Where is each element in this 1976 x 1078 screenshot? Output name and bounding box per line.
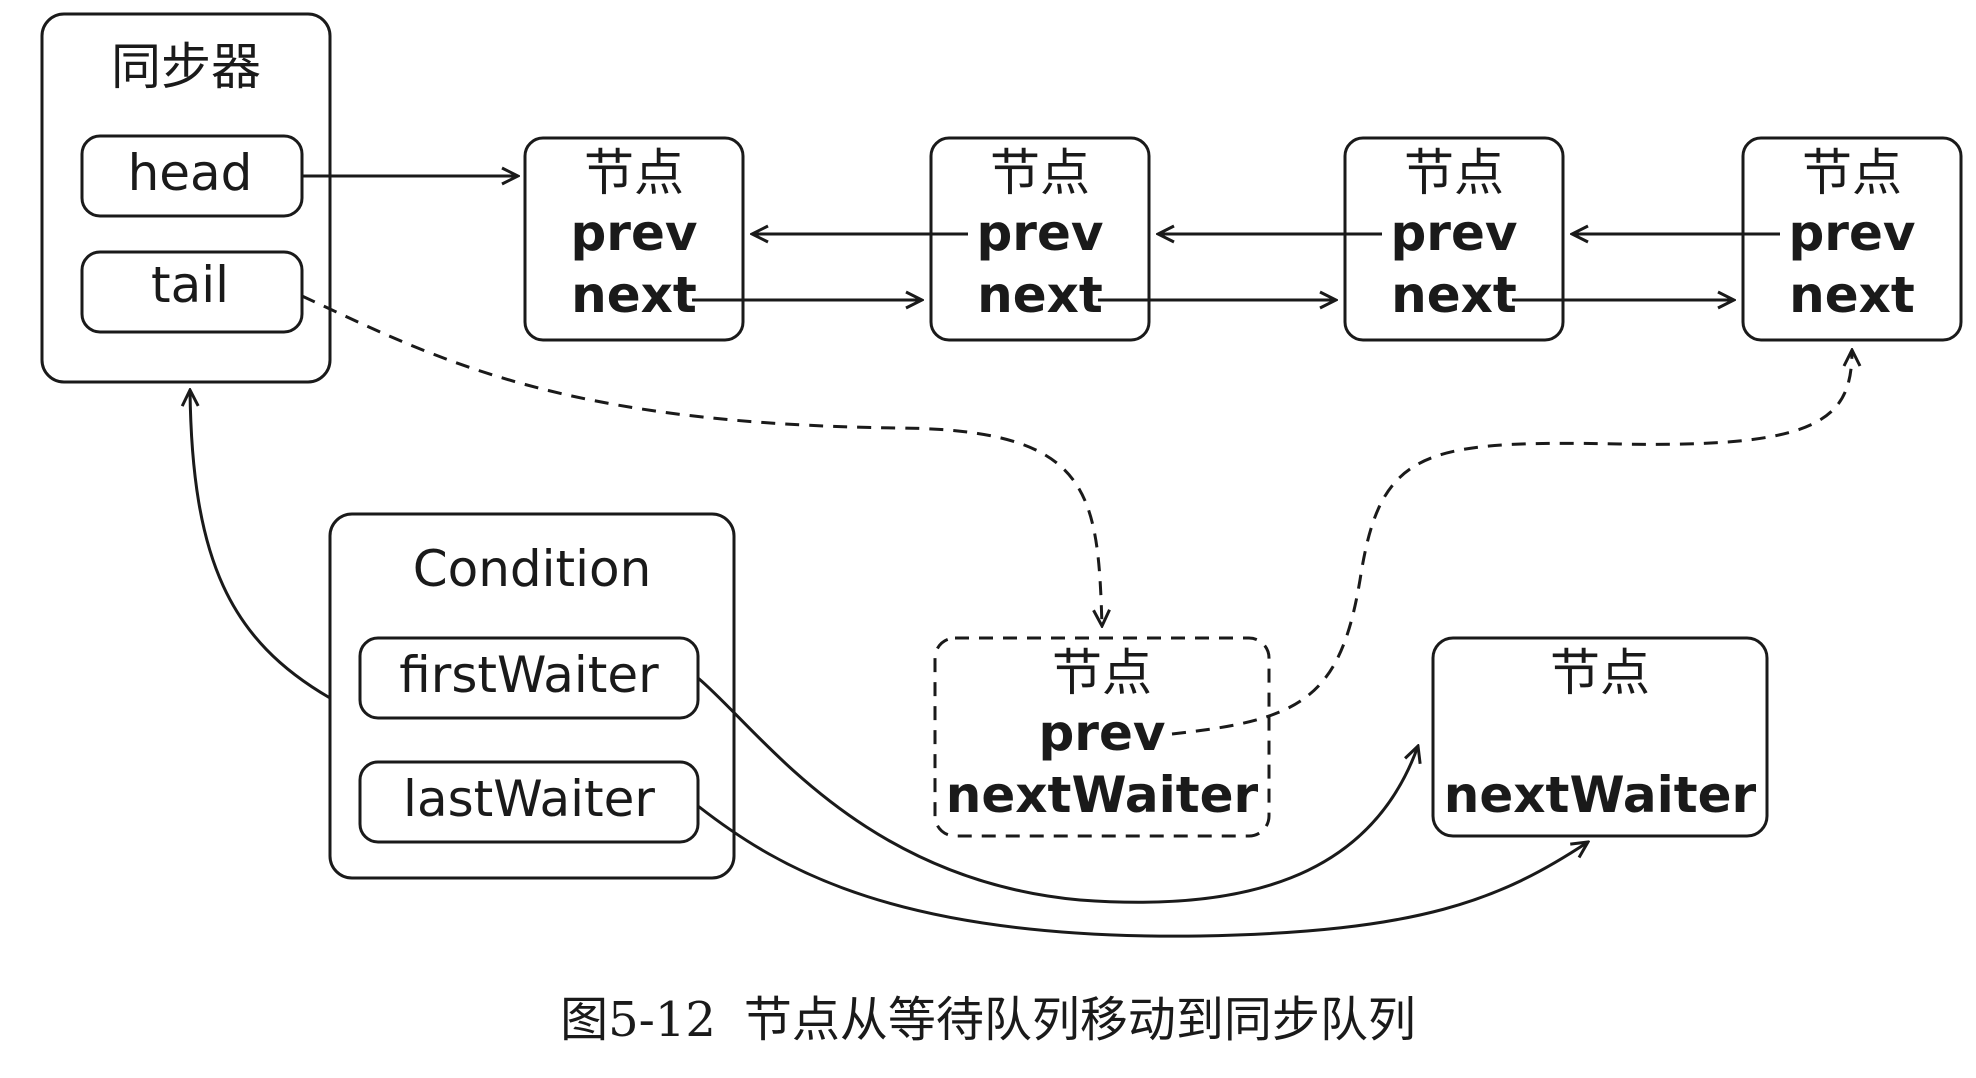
tail-field: tail [80, 250, 304, 334]
arrow-last-waiter-to-waiter-node [697, 804, 1588, 938]
moving-node-title: 节点 [1052, 644, 1152, 702]
synchronizer-box: 同步器 head tail [40, 12, 332, 384]
node-1-next: next [571, 266, 697, 324]
waiter-node: 节点 nextWaiter [1431, 636, 1769, 838]
arrow-condition-to-synchronizer [190, 390, 331, 700]
node-3-next: next [1391, 266, 1517, 324]
figure-caption: 图5-12 节点从等待队列移动到同步队列 [0, 980, 1976, 1050]
moving-node-prev: prev [1039, 704, 1166, 762]
moving-node: 节点 prev nextWaiter [933, 636, 1271, 838]
node-1-title: 节点 [584, 144, 684, 202]
node-4-prev: prev [1789, 204, 1916, 262]
arrow-first-waiter-to-waiter-node [697, 676, 1418, 904]
tail-label: tail [151, 256, 229, 314]
synchronizer-title: 同步器 [111, 38, 261, 96]
sync-node-3: 节点 prev next [1343, 136, 1565, 342]
moving-node-next-waiter: nextWaiter [946, 766, 1259, 824]
sync-node-4: 节点 prev next [1741, 136, 1963, 342]
first-waiter-label: firstWaiter [399, 646, 659, 704]
head-label: head [128, 144, 253, 202]
condition-title: Condition [413, 540, 652, 598]
node-3-prev: prev [1391, 204, 1518, 262]
node-2-prev: prev [977, 204, 1104, 262]
node-3-title: 节点 [1404, 144, 1504, 202]
node-1-prev: prev [571, 204, 698, 262]
last-waiter-field: lastWaiter [358, 760, 700, 844]
caption-number: 图5-12 [560, 992, 716, 1048]
sync-node-2: 节点 prev next [929, 136, 1151, 342]
node-4-title: 节点 [1802, 144, 1902, 202]
waiter-node-next-waiter: nextWaiter [1444, 766, 1757, 824]
node-4-next: next [1789, 266, 1915, 324]
first-waiter-field: firstWaiter [358, 636, 700, 720]
head-field: head [80, 134, 304, 218]
arrow-tail-to-moving-node [301, 294, 1102, 626]
last-waiter-label: lastWaiter [403, 770, 655, 828]
node-2-next: next [977, 266, 1103, 324]
condition-box: Condition firstWaiter lastWaiter [328, 512, 736, 880]
arrow-moving-prev-to-node4 [1171, 350, 1852, 736]
waiter-node-title: 节点 [1550, 644, 1650, 702]
sync-node-1: 节点 prev next [523, 136, 745, 342]
node-2-title: 节点 [990, 144, 1090, 202]
caption-text: 节点从等待队列移动到同步队列 [743, 992, 1416, 1048]
